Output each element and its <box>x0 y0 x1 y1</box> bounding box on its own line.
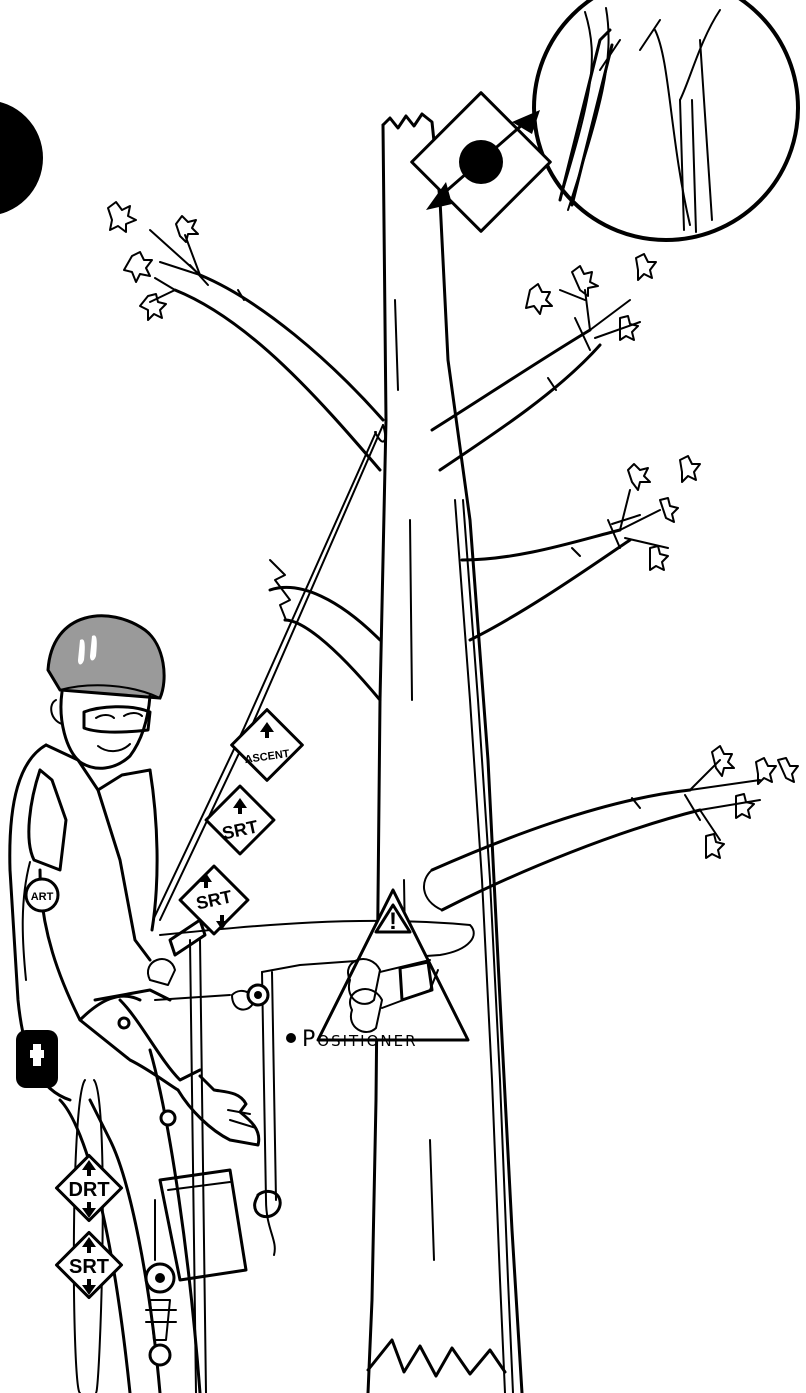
positioner-label: Positioner <box>302 1027 418 1052</box>
climbing-line <box>154 425 385 920</box>
detail-inset <box>534 0 798 240</box>
srt-sign-lower: SRT <box>180 866 248 934</box>
warning-sign: ! <box>318 890 468 1040</box>
step-badge <box>0 100 43 216</box>
drt-side-label: DRT <box>68 1179 109 1201</box>
exclamation-warning-icon: ! <box>389 908 397 935</box>
upper-left-branch <box>108 202 383 470</box>
middle-left-branch <box>270 560 380 700</box>
middle-right-branch <box>462 456 700 640</box>
srt-side-label: SRT <box>69 1256 109 1278</box>
drt-sign-side: DRT <box>56 1155 121 1220</box>
climber: ART <box>10 616 268 1393</box>
srt-sign-upper: SRT <box>206 786 274 854</box>
bullet-icon <box>286 1033 296 1043</box>
attachment-sign <box>412 93 551 232</box>
ascent-sign: ASCENT <box>232 710 303 781</box>
srt-sign-side: SRT <box>56 1232 121 1297</box>
svg-text:ART: ART <box>31 891 54 903</box>
positioner-caption: Positioner <box>286 1027 418 1052</box>
lower-right-branch <box>424 746 798 910</box>
tree-trunk <box>368 114 522 1393</box>
upper-right-branch <box>432 254 656 470</box>
